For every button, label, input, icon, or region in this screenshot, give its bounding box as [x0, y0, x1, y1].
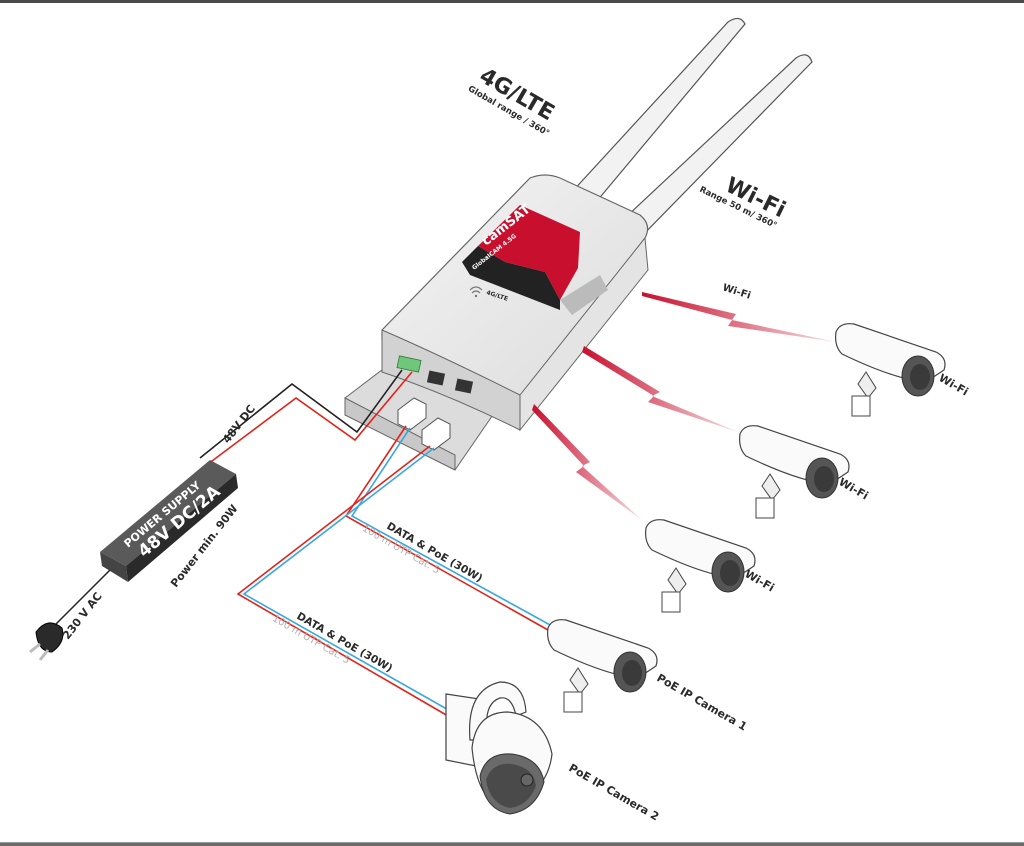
rj45-plug-1 — [397, 397, 427, 431]
wifi-icon — [469, 286, 483, 298]
antenna-left — [546, 17, 746, 227]
wifi-camera-2-label: Wi-Fi — [837, 475, 871, 502]
lan-port — [426, 370, 446, 386]
top-border — [0, 0, 1024, 3]
dc-terminal-block — [396, 355, 422, 373]
wifi-camera-2 — [739, 425, 850, 519]
wifi-label-group: Wi-Fi Range 50 m/ 360° — [698, 173, 790, 231]
poe-camera-1-label: PoE IP Camera 1 — [655, 671, 750, 733]
lte-label-group: 4G/LTE Global range / 360° — [466, 64, 558, 139]
ac-plug-icon — [29, 622, 64, 661]
wan-port — [454, 378, 474, 394]
wifi-camera-3 — [645, 519, 756, 613]
antenna-right — [608, 54, 813, 243]
wifi-link-1-label: Wi-Fi — [721, 282, 752, 301]
bottom-border — [0, 842, 1024, 846]
wifi-camera-3-label: Wi-Fi — [743, 567, 777, 594]
wifi-link-2 — [582, 346, 738, 432]
dc-voltage-label: 48V DC — [220, 402, 258, 445]
poe-camera-2-label: PoE IP Camera 2 — [567, 761, 662, 823]
wifi-camera-1 — [835, 323, 946, 417]
brand-label-area — [478, 205, 580, 300]
rj45-plug-2 — [421, 417, 451, 451]
wifi-link-1 — [642, 292, 836, 342]
data-cable-camera-2 — [236, 445, 453, 717]
poe-camera-2 — [445, 681, 553, 815]
wifi-camera-1-label: Wi-Fi — [937, 371, 971, 398]
ac-cable — [51, 569, 111, 629]
poe-camera-1 — [547, 619, 658, 713]
wifi-link-3 — [532, 404, 642, 520]
dc-cable — [199, 369, 413, 465]
router-device: camSAT GlobalCAM 4.5G 4G/LTE — [344, 174, 649, 471]
